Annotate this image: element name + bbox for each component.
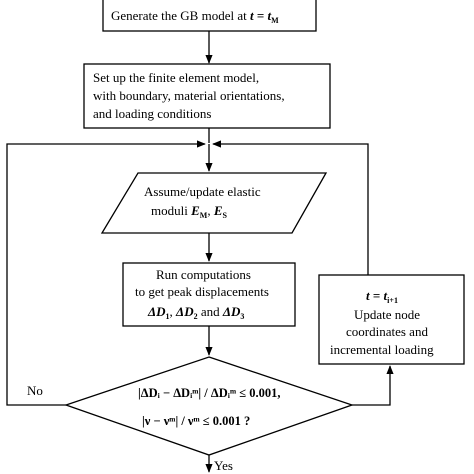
moduli-box (100, 172, 328, 234)
decision-condition-1: |ΔDᵢ − ΔDᵢᵐ| / ΔDᵢᵐ ≤ 0.001, (138, 386, 281, 400)
run-line-3: ΔD1, ΔD2 and ΔD3 (147, 304, 244, 321)
decision-diamond (63, 356, 355, 456)
loop-right-update-path (212, 140, 369, 275)
start-box (102, 0, 317, 32)
yes-label: Yes (214, 458, 233, 473)
fem-line-1: Set up the finite element model, (93, 70, 259, 85)
fem-line-3: and loading conditions (93, 106, 211, 121)
run-line-1: Run computations (156, 267, 251, 282)
decision-condition-2: |ν − νᵐ| / νᵐ ≤ 0.001 ? (142, 414, 250, 428)
loop-left-no-path (6, 140, 206, 406)
arrow-decision-to-update (352, 365, 394, 406)
run-box (122, 262, 296, 327)
update-line-1: t = ti+1 (366, 288, 398, 305)
no-label: No (27, 383, 43, 398)
moduli-line-2: moduli EM, ES (151, 203, 228, 220)
start-box-text: Generate the GB model at t = tM (111, 8, 279, 25)
fem-line-2: with boundary, material orientations, (93, 88, 285, 103)
moduli-line-1: Assume/update elastic (144, 184, 261, 199)
run-line-2: to get peak displacements (135, 284, 269, 299)
update-box (318, 274, 465, 365)
update-line-3: coordinates and (346, 324, 428, 339)
update-line-2: Update node (354, 307, 420, 322)
update-line-4: incremental loading (330, 342, 434, 357)
fem-box (83, 63, 331, 129)
